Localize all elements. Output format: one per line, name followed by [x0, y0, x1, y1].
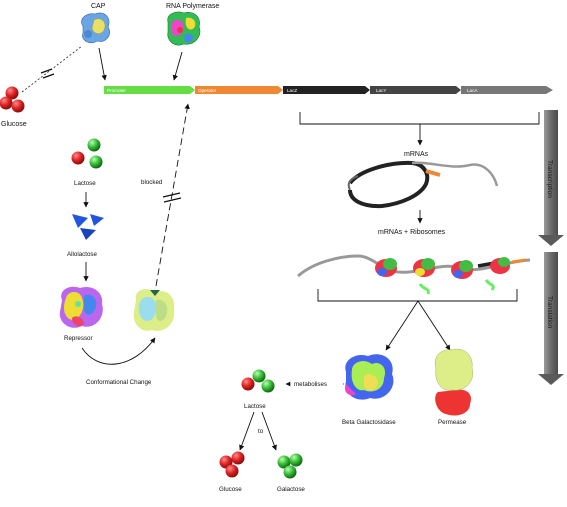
- translation-bracket: [317, 289, 518, 302]
- translation-bar: [538, 252, 564, 385]
- operon-lacz: [283, 86, 370, 94]
- operon-promoter-label: Promoter: [107, 88, 126, 93]
- mrna-strands-icon: [347, 160, 499, 209]
- operon-operator-label: Operator: [198, 88, 217, 93]
- cap-protein-icon: [81, 12, 110, 44]
- allolactose-label: Allolactose: [67, 251, 97, 258]
- lactose-left-label: Lactose: [74, 180, 96, 187]
- metabolises-label: metabolises: [294, 381, 327, 388]
- mrnas-label: mRNAs: [404, 151, 429, 158]
- to-permease-arrow: [417, 300, 451, 351]
- cap-to-promoter-arrow: [98, 47, 107, 81]
- conformational-change-curve: [81, 337, 156, 365]
- rna-polymerase-icon: [167, 11, 201, 46]
- operon-lacy: [370, 86, 461, 94]
- operon-strand: Promoter Operator LacZ LacY LacA: [104, 86, 553, 94]
- inactive-repressor-icon: [133, 289, 175, 331]
- lactose-molecules-left: [71, 138, 103, 169]
- operon-laca-label: LacA: [467, 88, 478, 93]
- permease-icon: [434, 348, 474, 416]
- lactose-molecules-bottom: [241, 369, 275, 393]
- glucose-bottom-label: Glucose: [219, 486, 242, 493]
- blocked-mark: [162, 192, 182, 203]
- lactose-to-glucose-arrow: [239, 411, 255, 451]
- repressor-protein-icon: [59, 286, 103, 328]
- blocked-label: blocked: [141, 179, 163, 186]
- glucose-top-label: Glucose: [1, 121, 27, 128]
- operon-promoter: [104, 86, 195, 94]
- allolactose-molecules-icon: [72, 214, 104, 240]
- conformational-change-label: Conformational Change: [86, 379, 152, 386]
- mrnas-ribosomes-label: mRNAs + Ribosomes: [378, 229, 446, 236]
- lactose-bottom-label: Lactose: [244, 403, 266, 410]
- cap-label: CAP: [91, 3, 106, 10]
- glucose-cap-block-mark: [40, 68, 55, 79]
- to-label: to: [258, 428, 264, 435]
- operon-lacz-label: LacZ: [287, 88, 297, 93]
- permease-label: Permease: [438, 419, 467, 426]
- transcription-bar: [538, 110, 564, 246]
- to-beta-gal-arrow: [385, 300, 419, 351]
- metabolises-label-bg: [291, 379, 343, 388]
- rna-polymerase-label: RNA Polymerase: [166, 3, 219, 10]
- operon-operator: [195, 86, 283, 94]
- transcription-label: Transcription: [546, 160, 553, 198]
- repressor-label: Repressor: [64, 335, 93, 342]
- mrna-ribosome-complex-icon: [297, 254, 531, 295]
- translation-label: Translation: [546, 296, 553, 329]
- operon-lacy-label: LacY: [376, 88, 386, 93]
- beta-galactosidase-icon: [344, 354, 394, 400]
- galactose-molecules: [277, 453, 303, 479]
- transcription-bracket: [299, 112, 540, 125]
- rnap-to-operator-arrow: [172, 51, 183, 81]
- beta-galactosidase-label: Beta Galactosidase: [342, 419, 396, 426]
- lactose-to-galactose-arrow: [261, 411, 277, 451]
- operon-laca: [461, 86, 553, 94]
- glucose-molecules-bottom: [219, 451, 245, 478]
- galactose-label: Galactose: [277, 486, 305, 493]
- glucose-molecules-top: [0, 86, 25, 113]
